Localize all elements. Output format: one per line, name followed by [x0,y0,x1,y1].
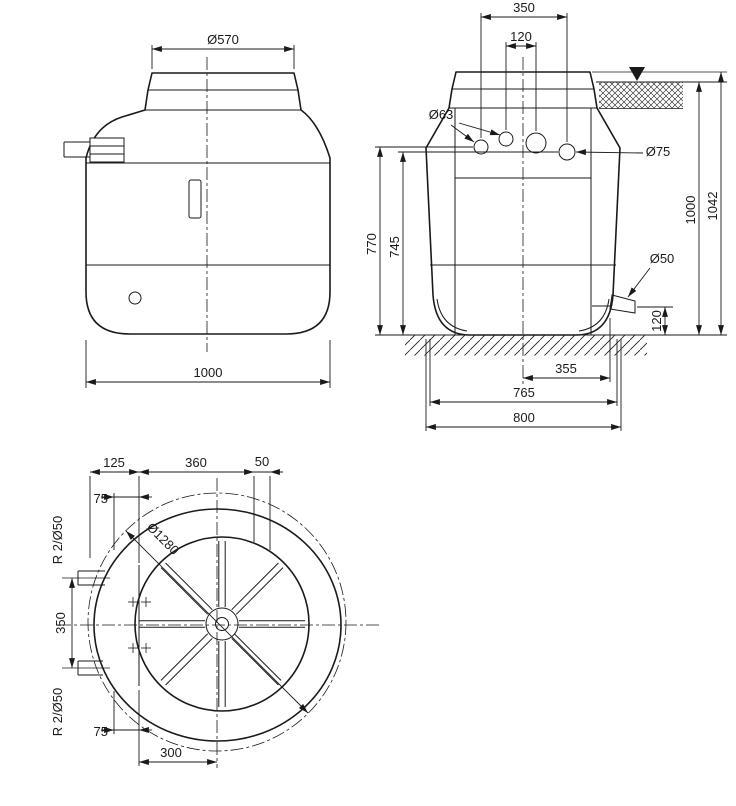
dim-text-conn-spacing: 350 [53,612,68,634]
dim-text-offset-right: 50 [255,454,269,469]
dim-hole-pitch: 120 [505,29,537,131]
dim-text-offset-left: 125 [103,455,125,470]
dim-text-inlet-height-b: 745 [387,236,402,258]
inlet-fitting-side [63,137,125,163]
dim-front-width: 800 [425,339,622,431]
dim-conn-offset-top: 75 [94,491,152,550]
dim-text-front-width: 800 [513,410,535,425]
label-text-hole-small: Ø63 [429,107,454,122]
lid-hub [205,607,239,641]
label-conn-upper: R 2/Ø50 [50,516,65,564]
dim-lid-diameter: Ø570 [151,32,295,69]
dim-text-side-width: 1000 [194,365,223,380]
dim-text-lid-diameter: Ø570 [207,32,239,47]
dim-text-conn-length: 300 [160,745,182,760]
dim-text-total-height: 1042 [705,192,720,221]
lid-spokes [139,541,305,707]
dim-text-hole-pitch: 120 [510,29,532,44]
label-outlet: Ø50 [627,251,675,298]
label-text-hole-large: Ø75 [646,144,671,159]
ground-level-marker [629,67,645,81]
dim-text-conn-offset-bottom: 75 [94,724,108,739]
dim-text-lid-offset: 360 [185,455,207,470]
inlet-hole-c [525,132,547,154]
dim-base-width: 765 [429,339,618,406]
inlet-hole-b [498,131,514,147]
dim-text-inlet-height-a: 770 [364,233,379,255]
dim-side-width: 1000 [85,340,331,388]
label-text-outlet: Ø50 [650,251,675,266]
lid-rim [134,536,310,712]
outlet-stub [609,294,636,314]
dim-text-outlet-offset: 355 [555,361,577,376]
dim-inlet-height-a: 770 [364,146,473,336]
soil-hatch [599,82,683,109]
label-hole-large: Ø75 [575,144,671,159]
front-view: 350 120 Ø63 Ø75 Ø50 770 [364,0,727,431]
plan-view: 125 360 50 75 350 R 2/Ø50 R 2/Ø50 75 [50,454,380,768]
dim-text-base-width: 765 [513,385,535,400]
dim-outlet-height: 120 [637,306,673,335]
dim-conn-length: 300 [138,690,217,766]
dim-text-install-depth: 1000 [683,196,698,225]
dim-text-pit-diameter: Ø1280 [144,520,182,558]
dim-install-depth: 1000 [683,82,702,335]
label-hole-small: Ø63 [429,107,501,143]
base-ground-hatch [405,335,647,356]
dim-inlet-height-b: 745 [387,151,558,335]
dim-conn-spacing: 350 [53,578,75,668]
dim-outlet-offset: 355 [523,318,611,382]
tank-outline-side [85,72,331,335]
lid-hub-center [215,617,229,631]
tank-seam-lines-side [86,89,330,266]
dim-text-outlet-height: 120 [649,310,664,332]
dim-plan-top-chain: 125 360 50 [89,454,283,563]
label-conn-lower: R 2/Ø50 [50,688,65,736]
inlet-hole-a [473,139,489,155]
dim-text-hole-span: 350 [513,0,535,15]
dim-conn-offset-bottom: 75 [94,691,152,739]
level-indicator-detail [188,179,202,219]
connection-center-ticks [62,577,110,669]
dim-text-conn-offset-top: 75 [94,491,108,506]
drain-detail [128,291,142,305]
inlet-hole-d [558,143,576,161]
dim-hole-span: 350 [480,0,568,142]
side-view: Ø570 1000 [63,32,331,388]
inlet-holes [473,131,576,161]
dim-total-height: 1042 [705,72,724,335]
